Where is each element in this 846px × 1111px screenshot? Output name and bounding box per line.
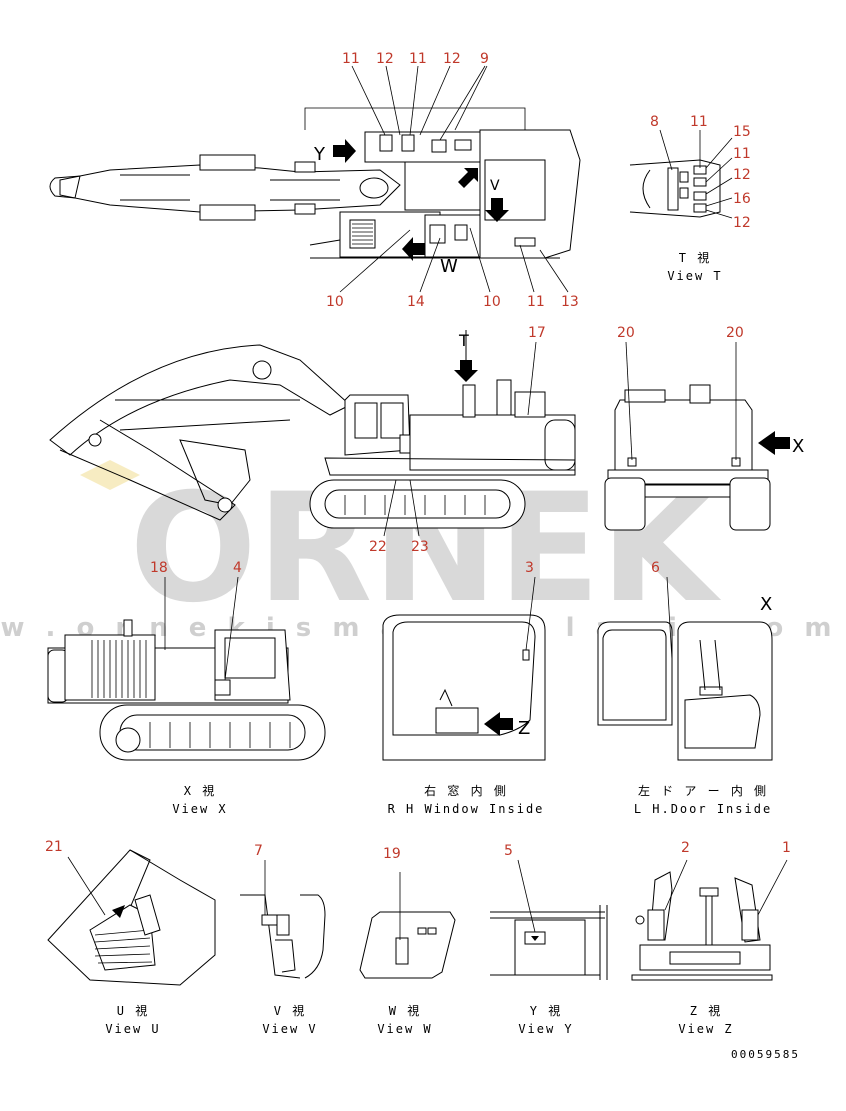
view-letter-x-2: X [760,594,772,615]
callout-10: 10 [483,294,501,310]
view-letter-y: Y [313,144,326,165]
view-v-detail: 7 V 視 View V [240,843,326,1036]
view-letter-x: X [792,436,804,457]
callout-7: 7 [254,843,263,859]
excavator-top-view: Y W V 11 12 11 12 9 10 14 10 11 13 [49,51,581,310]
excavator-side-view: T 17 22 23 [49,325,576,555]
callout-12: 12 [443,51,461,67]
callout-1: 1 [782,840,791,856]
callout-6: 6 [651,560,660,576]
callout-22: 22 [369,539,387,555]
callout-17: 17 [528,325,546,341]
callout-4: 4 [233,560,242,576]
view-u-caption-en: View U [105,1022,160,1036]
view-x-detail: 18 4 X 視 View X [47,560,326,816]
view-z-caption-jp: Z 視 [690,1003,722,1018]
callout-8: 8 [650,114,659,130]
view-t-detail: 8 11 15 11 12 16 12 T 視 View T [629,114,751,283]
callout-15: 15 [733,124,751,140]
view-w-detail: 19 W 視 View W [359,846,456,1036]
view-v-caption-jp: V 視 [274,1003,306,1018]
view-y-caption-jp: Y 視 [530,1003,562,1018]
view-rh-caption-en: R H Window Inside [388,802,545,816]
view-y-caption-en: View Y [518,1022,573,1036]
callout-12: 12 [733,167,751,183]
callout-12: 12 [376,51,394,67]
view-u-detail: 21 U 視 View U [45,839,216,1036]
view-w-caption-jp: W 視 [389,1003,421,1018]
view-x-caption-en: View X [172,802,227,816]
view-letter-z: Z [518,718,530,739]
callout-23: 23 [411,539,429,555]
callout-5: 5 [504,843,513,859]
callout-11: 11 [527,294,545,310]
callout-16: 16 [733,191,751,207]
callout-11: 11 [690,114,708,130]
view-letter-t: T [458,331,469,350]
view-lh-caption-jp: 左 ド ア ー 内 側 [638,783,768,798]
lh-door-inside: X 6 左 ド ア ー 内 側 L H.Door Inside [597,560,773,816]
document-number: 00059585 [731,1048,800,1061]
callout-20: 20 [726,325,744,341]
callout-18: 18 [150,560,168,576]
callout-20: 20 [617,325,635,341]
callout-2: 2 [681,840,690,856]
callout-9: 9 [480,51,489,67]
callout-3: 3 [525,560,534,576]
view-u-caption-jp: U 視 [117,1003,149,1018]
view-y-detail: 5 Y 視 View Y [490,843,608,1036]
view-t-caption-jp: T 視 [679,250,711,265]
rh-window-inside: Z 3 右 窓 内 側 R H Window Inside [382,560,546,816]
view-z-detail: 2 1 Z 視 View Z [631,840,791,1036]
view-x-caption-jp: X 視 [184,783,216,798]
callout-19: 19 [383,846,401,862]
callout-11: 11 [409,51,427,67]
view-z-caption-en: View Z [678,1022,733,1036]
callout-11: 11 [733,146,751,162]
view-lh-caption-en: L H.Door Inside [634,802,772,816]
callout-10: 10 [326,294,344,310]
view-v-caption-en: View V [262,1022,317,1036]
view-letter-w: W [440,256,458,277]
watermark-chevron [80,460,140,490]
view-w-caption-en: View W [377,1022,432,1036]
callout-12: 12 [733,215,751,231]
callout-11: 11 [342,51,360,67]
view-rh-caption-jp: 右 窓 内 側 [424,783,508,798]
view-t-caption-en: View T [667,269,722,283]
callout-13: 13 [561,294,579,310]
view-letter-v: V [490,178,500,194]
excavator-rear-view: X 20 20 [604,325,804,531]
callout-14: 14 [407,294,425,310]
callout-21: 21 [45,839,63,855]
